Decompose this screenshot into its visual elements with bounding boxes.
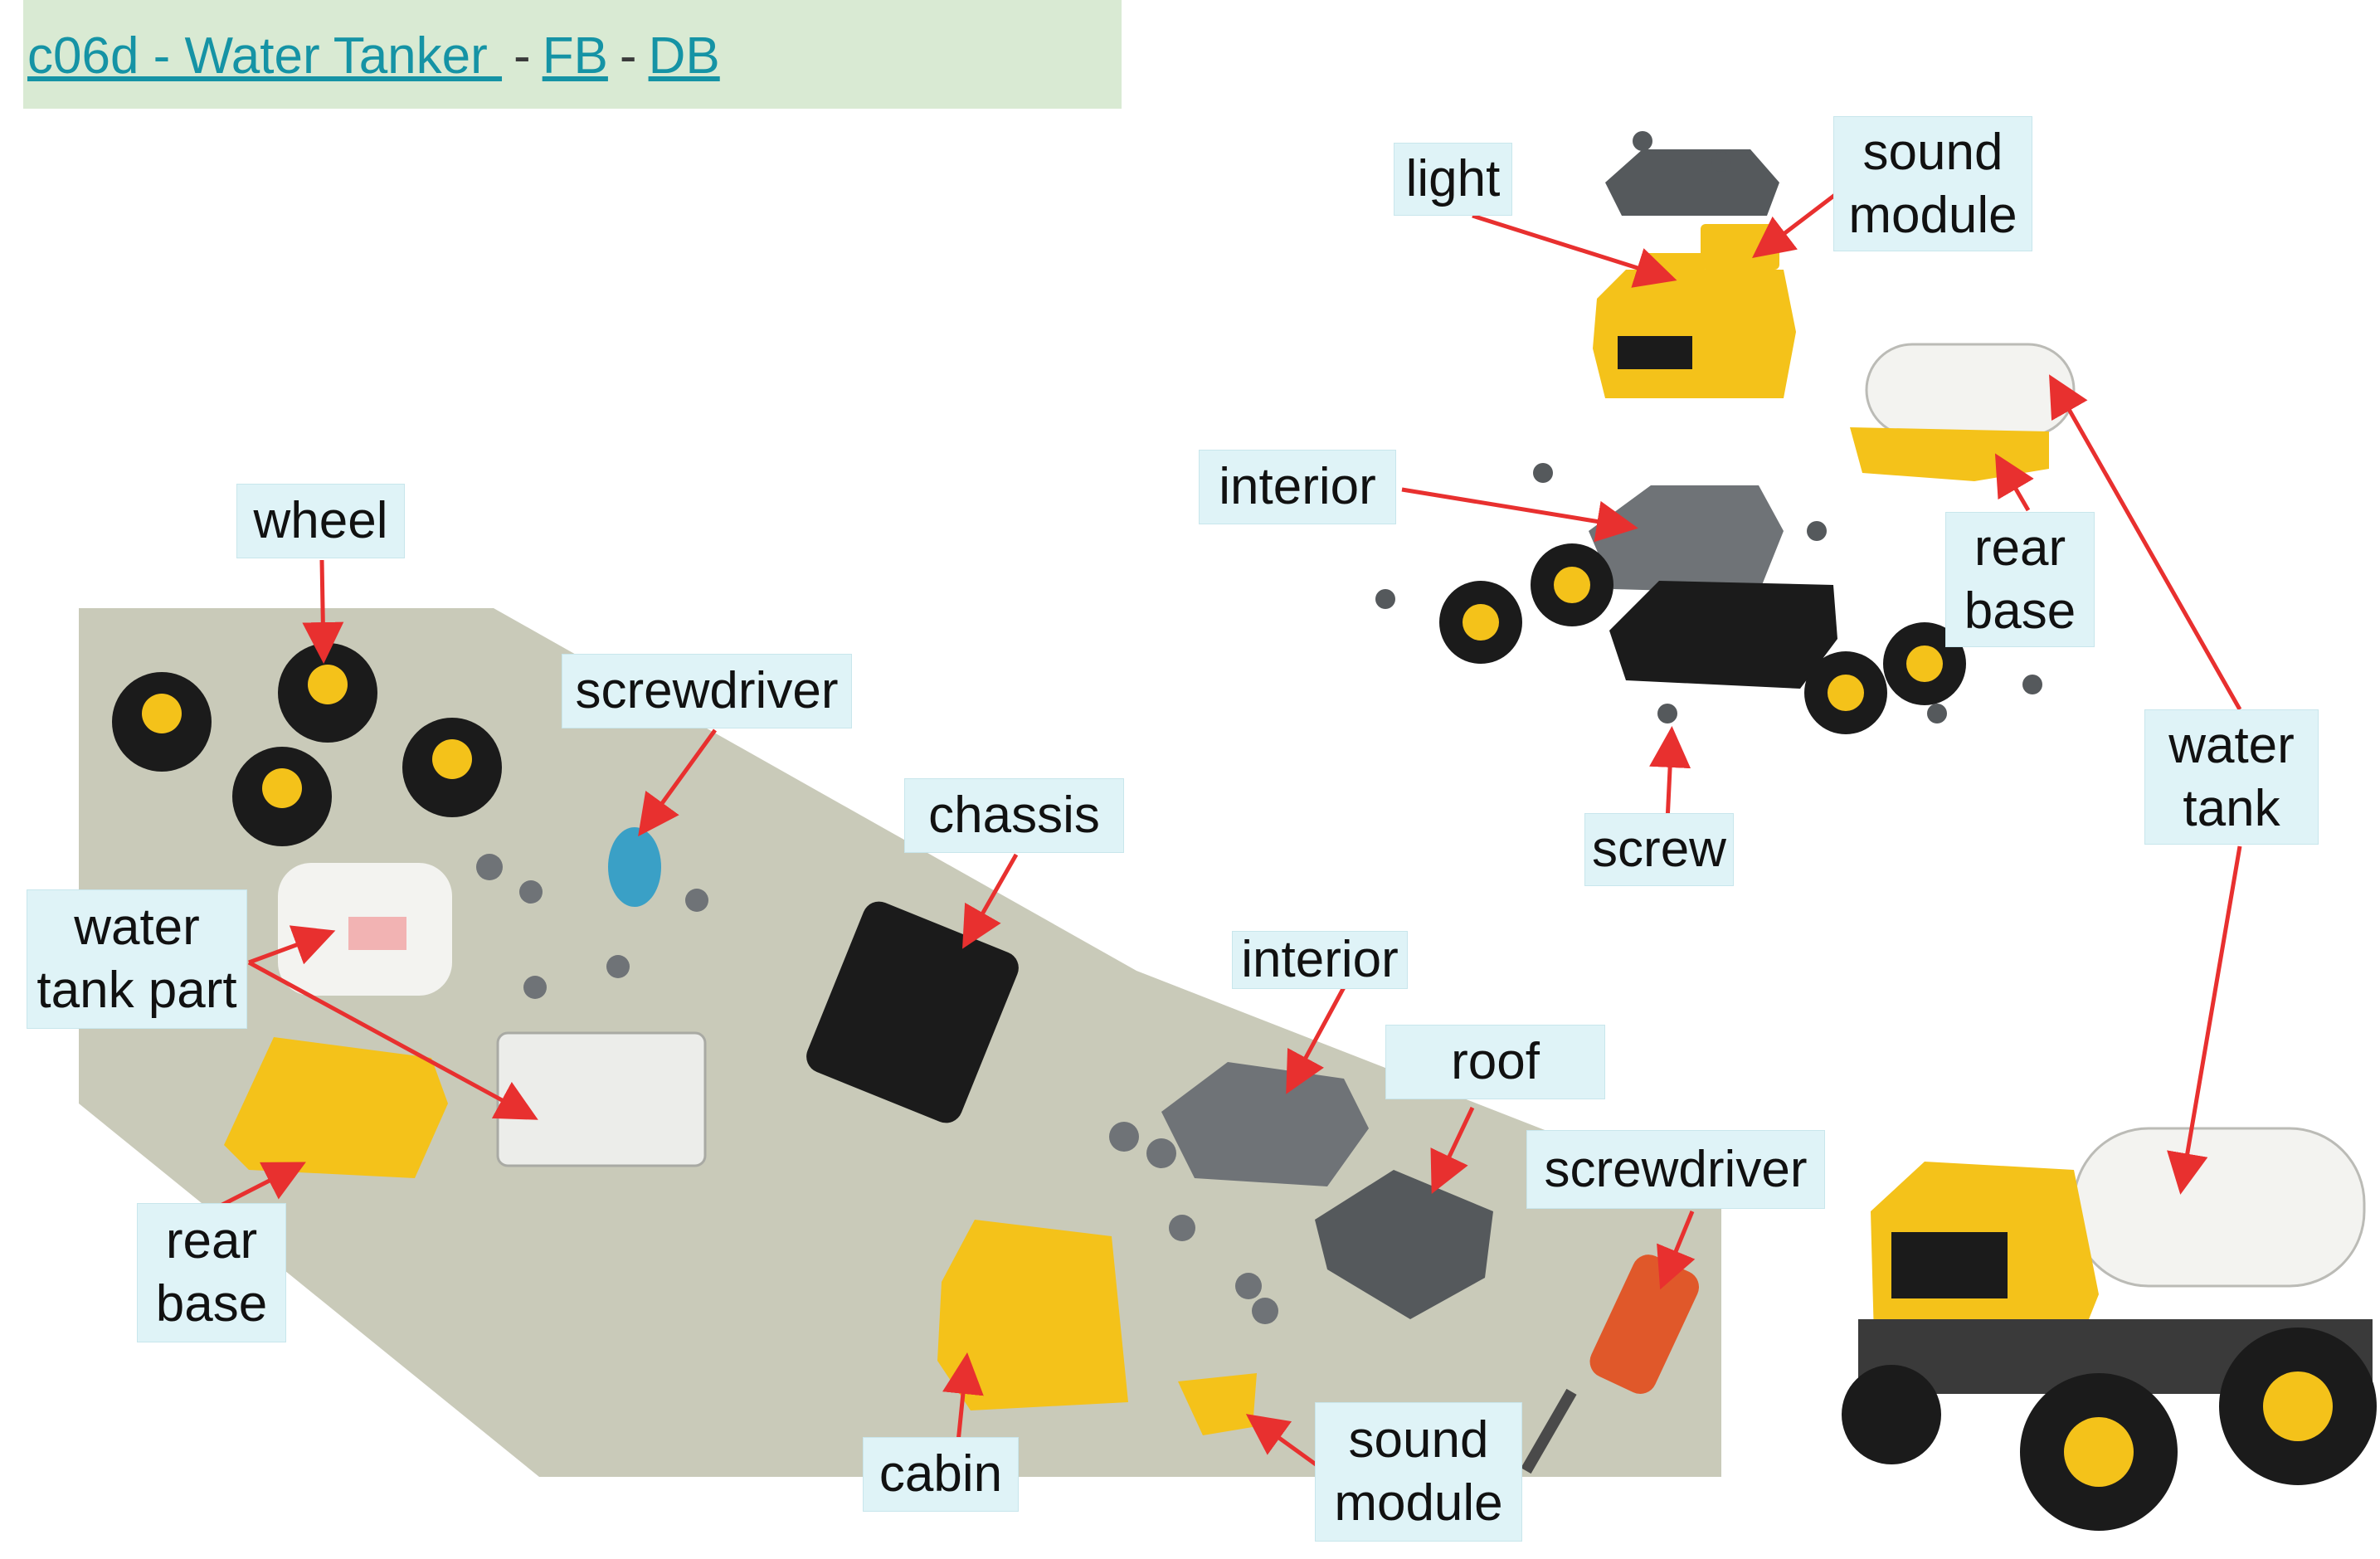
label-interior-bottom: interior: [1232, 931, 1408, 989]
roof-part: [1315, 1170, 1493, 1319]
label-screwdriver-top: screwdriver: [562, 654, 852, 728]
chassis-part: [806, 901, 1019, 1123]
label-water-tank-part: water tank part: [27, 889, 247, 1029]
screwdriver-part-blue: [608, 827, 661, 907]
arrow-interior-top: [1401, 487, 1638, 543]
label-water-tank: water tank: [2144, 709, 2319, 845]
label-wheel: wheel: [236, 484, 405, 558]
label-screwdriver-bottom: screwdriver: [1526, 1130, 1825, 1209]
arrow-water-tank-part-1: [248, 925, 336, 965]
label-chassis: chassis: [904, 778, 1124, 853]
label-roof: roof: [1385, 1025, 1605, 1099]
label-sound-module-bottom: sound module: [1315, 1402, 1522, 1542]
rear-base-part-yellow: [224, 1037, 448, 1178]
arrow-rear-base-left: [216, 1162, 306, 1210]
arrow-cabin: [942, 1352, 984, 1443]
fb-link[interactable]: FB: [542, 27, 608, 85]
wheel-parts: [112, 643, 502, 846]
label-rear-base-left: rear base: [137, 1203, 286, 1342]
truck-tank: [2072, 1127, 2366, 1288]
arrow-water-tank-up: [2049, 374, 2242, 711]
annotation-arrows: [216, 185, 2242, 1475]
water-tank-part-clear: [496, 1031, 707, 1167]
separator: -: [619, 27, 637, 85]
exploded-screws: [1375, 131, 2042, 723]
exploded-water-tank: [1865, 343, 2076, 437]
label-cabin: cabin: [863, 1437, 1019, 1512]
exploded-chassis: [1609, 581, 1837, 689]
arrow-roof: [1430, 1106, 1475, 1195]
label-sound-module-top: sound module: [1833, 116, 2032, 251]
header-links: c06d - Water Tanker -FB-DB: [27, 27, 720, 85]
exploded-interior: [1589, 485, 1784, 593]
sound-module-part: [1178, 1373, 1257, 1435]
separator: -: [513, 27, 531, 85]
arrow-interior-bottom: [1286, 986, 1346, 1094]
truck-wheel: [1842, 1365, 1941, 1464]
label-interior-top: interior: [1199, 450, 1396, 524]
arrow-water-tank-down: [2167, 845, 2242, 1195]
exploded-rear-base: [1850, 427, 2049, 481]
screw-parts: [476, 854, 1278, 1324]
arrow-wheel: [302, 559, 344, 664]
db-link[interactable]: DB: [648, 27, 720, 85]
title-link[interactable]: c06d - Water Tanker: [27, 27, 503, 85]
arrow-chassis: [962, 853, 1019, 949]
label-screw: screw: [1584, 813, 1734, 886]
arrow-water-tank-part-2: [247, 960, 538, 1120]
assembled-truck: [1842, 1127, 2377, 1531]
header-bar: [23, 0, 1122, 109]
cabin-part: [937, 1220, 1128, 1410]
arrow-screw: [1649, 726, 1691, 822]
arrow-sound-module-top: [1752, 185, 1847, 259]
arrow-light: [1472, 213, 1677, 288]
exploded-roof: [1605, 149, 1779, 216]
arrow-screwdriver-top: [638, 728, 718, 837]
label-light: light: [1394, 143, 1512, 216]
arrow-screwdriver-bottom: [1657, 1211, 1696, 1290]
arrow-rear-base-right: [1994, 453, 2034, 512]
label-rear-base-right: rear base: [1945, 512, 2095, 647]
exploded-cabin: [1593, 270, 1796, 398]
